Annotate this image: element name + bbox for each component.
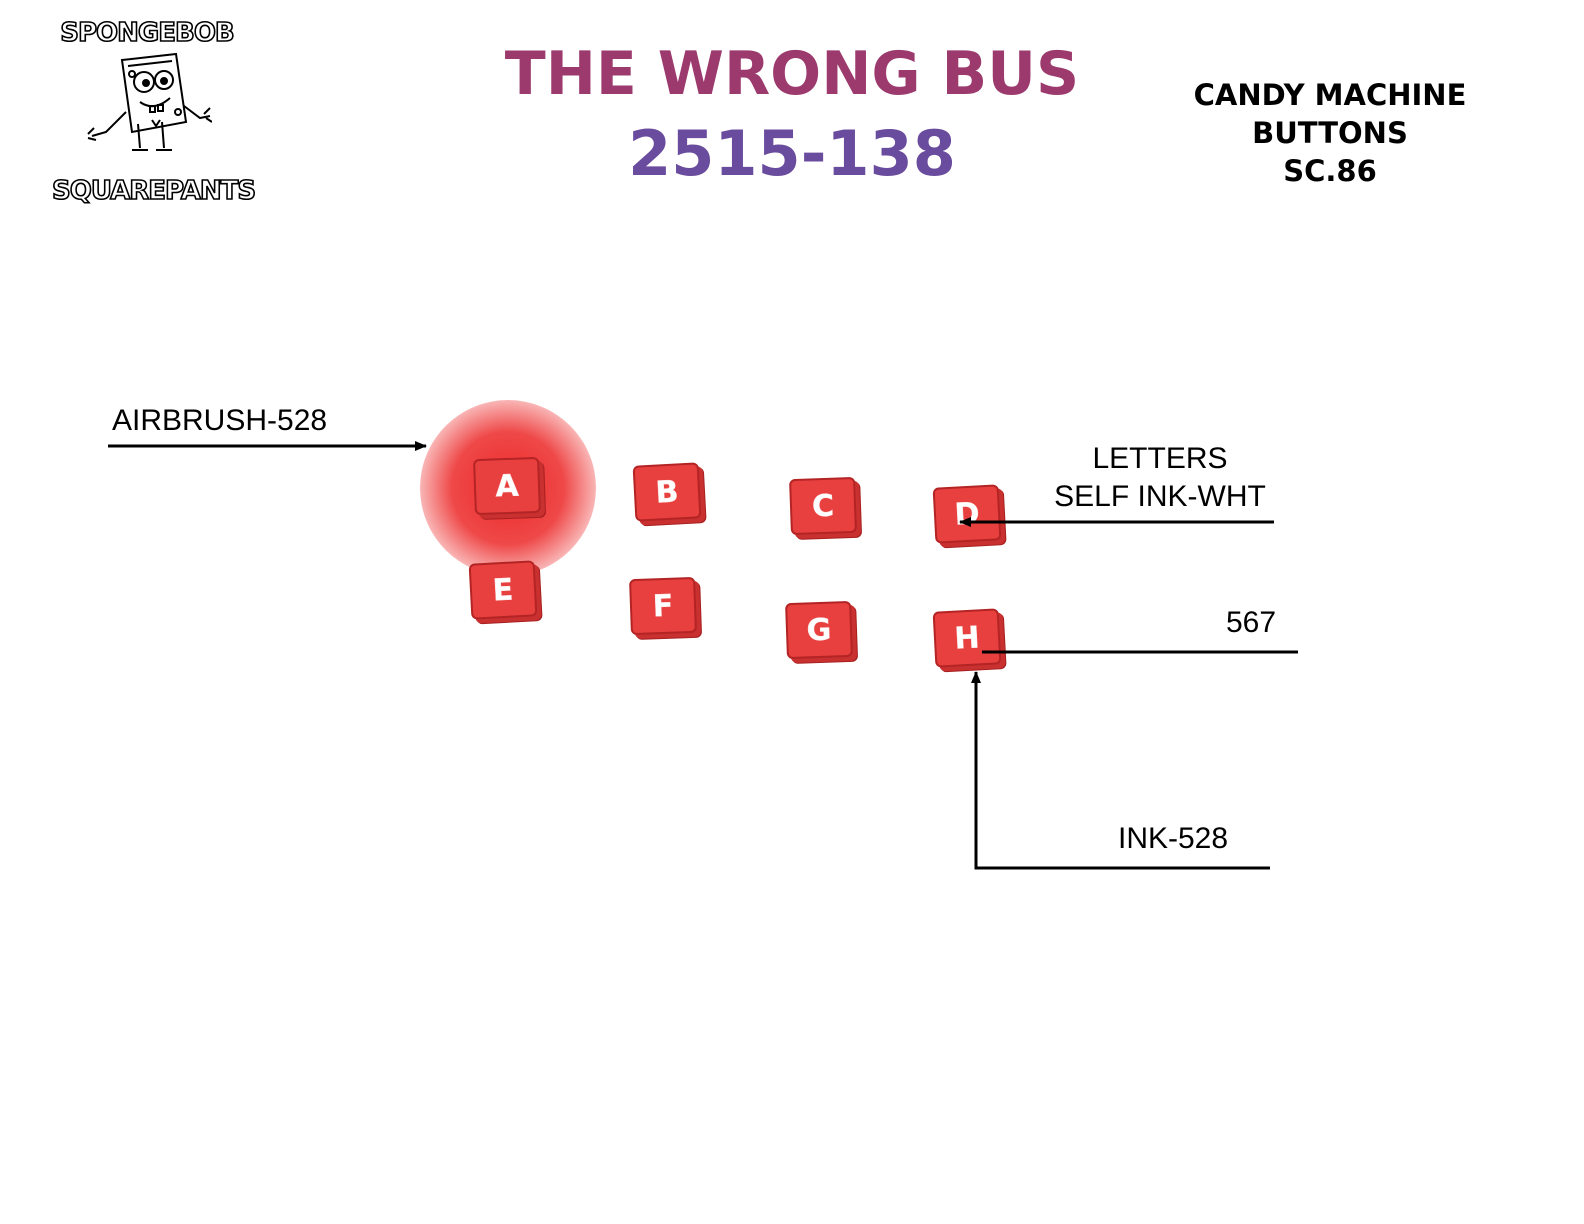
letters-callout: LETTERS SELF INK-WHT — [1040, 440, 1280, 516]
scene-info-line: BUTTONS — [1252, 116, 1408, 150]
color-567-callout: 567 — [1226, 606, 1277, 639]
logo-bottom-text: SQUAREPANTS — [51, 175, 257, 207]
spongebob-logo: SPONGEBOB SQUAREPANTS — [51, 12, 257, 212]
episode-title: THE WRONG BUS — [504, 39, 1080, 109]
ink-arrow — [971, 671, 1270, 870]
logo-top-text: SPONGEBOB — [59, 17, 235, 49]
production-code: 2515-138 — [628, 117, 956, 190]
scene-info-line: SC.86 — [1283, 154, 1377, 188]
airbrush-callout: AIRBRUSH-528 — [112, 404, 328, 437]
letters-callout-line: SELF INK-WHT — [1054, 480, 1266, 513]
scene-info: CANDY MACHINE BUTTONS SC.86 — [1160, 76, 1500, 190]
letters-callout-line: LETTERS — [1092, 442, 1228, 475]
ink-callout: INK-528 — [1118, 822, 1229, 855]
spongebob-character-icon — [87, 52, 212, 151]
scene-info-line: CANDY MACHINE — [1193, 78, 1467, 112]
